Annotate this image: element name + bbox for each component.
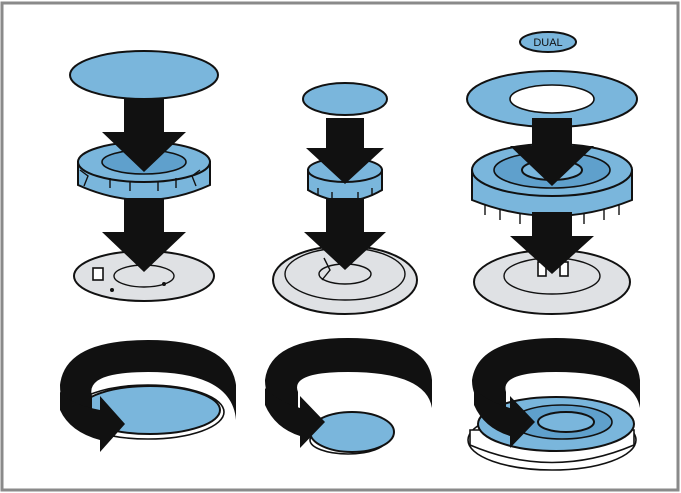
dual-cap-label: DUAL bbox=[533, 37, 562, 49]
burner-2-cap-installed bbox=[310, 412, 394, 452]
burner-1-cap bbox=[70, 51, 218, 99]
burner-2-cap bbox=[303, 83, 387, 115]
burner-1-exploded bbox=[70, 51, 218, 301]
